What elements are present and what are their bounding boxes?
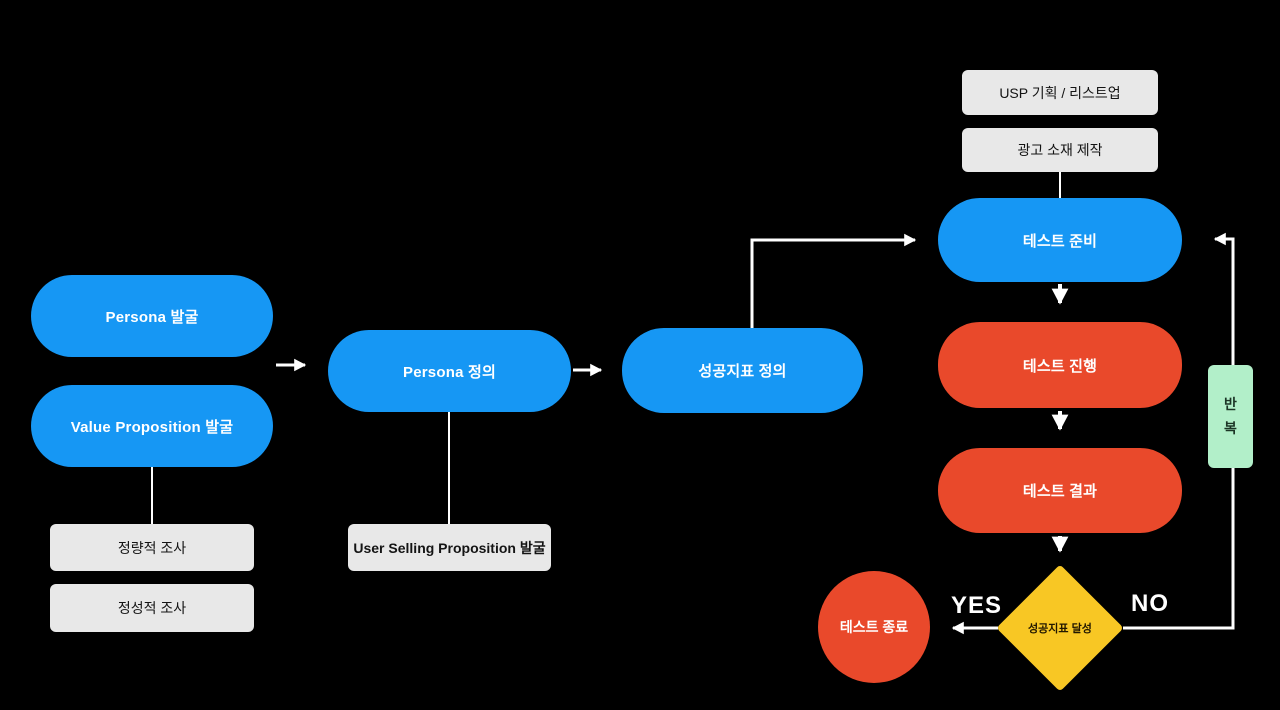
node-usp-planning-label: USP 기획 / 리스트업 (999, 84, 1121, 101)
node-value-proposition: Value Proposition 발굴 (31, 385, 273, 467)
node-ad-creative-label: 광고 소재 제작 (1017, 142, 1103, 158)
node-metric-check-label: 성공지표 달성 (1028, 623, 1092, 635)
node-test-result: 테스트 결과 (938, 448, 1182, 533)
edge-label-no: NO (1131, 590, 1169, 617)
node-usp-discovery: User Selling Proposition 발굴 (348, 524, 551, 571)
node-persona-discovery: Persona 발굴 (31, 275, 273, 357)
node-qualitative-research-label: 정성적 조사 (117, 600, 187, 616)
node-test-end: 테스트 종료 (818, 571, 930, 683)
node-test-prep: 테스트 준비 (938, 198, 1182, 282)
node-test-run: 테스트 진행 (938, 322, 1182, 408)
node-persona-definition-label: Persona 정의 (403, 363, 496, 381)
node-test-end-label: 테스트 종료 (839, 619, 909, 635)
loop-badge-line1: 반 (1224, 395, 1237, 412)
edge-label-yes: YES (951, 592, 1003, 619)
node-test-prep-label: 테스트 준비 (1022, 232, 1098, 250)
node-ad-creative: 광고 소재 제작 (962, 128, 1158, 172)
node-success-metric-definition-label: 성공지표 정의 (698, 363, 787, 380)
node-value-proposition-label: Value Proposition 발굴 (70, 418, 234, 436)
node-quantitative-research-label: 정량적 조사 (117, 539, 187, 556)
node-usp-planning: USP 기획 / 리스트업 (962, 70, 1158, 115)
node-success-metric-definition: 성공지표 정의 (622, 328, 863, 413)
node-test-result-label: 테스트 결과 (1022, 483, 1098, 500)
node-persona-definition: Persona 정의 (328, 330, 571, 412)
node-test-run-label: 테스트 진행 (1022, 357, 1098, 375)
node-persona-discovery-label: Persona 발굴 (105, 308, 199, 326)
edge-successmetric-to-testprep-arrow (750, 233, 917, 328)
loop-badge-line2: 복 (1224, 419, 1237, 436)
node-quantitative-research: 정량적 조사 (50, 524, 254, 571)
loop-badge: 반 복 (1208, 365, 1253, 468)
node-usp-discovery-label: User Selling Proposition 발굴 (353, 539, 546, 556)
node-qualitative-research: 정성적 조사 (50, 584, 254, 632)
